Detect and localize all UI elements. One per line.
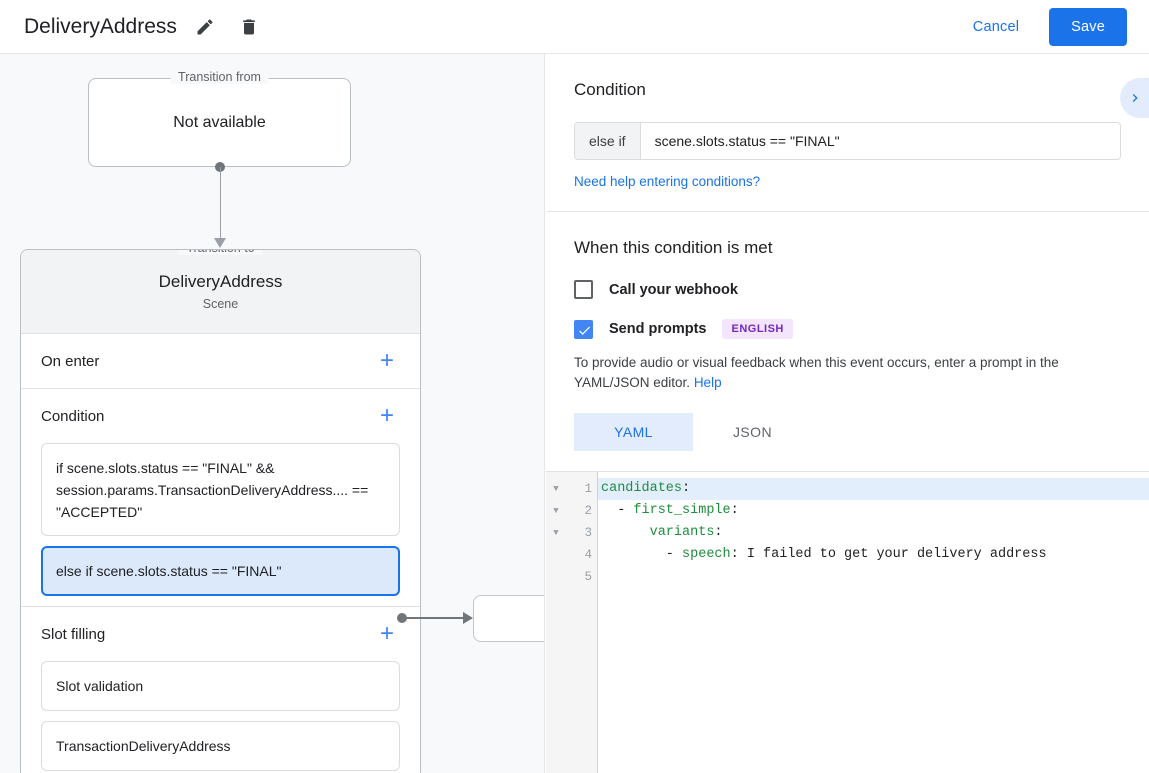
send-prompts-row[interactable]: Send prompts ENGLISH (574, 319, 1121, 339)
language-badge: ENGLISH (722, 319, 793, 339)
editor-code-line: - first_simple: (601, 503, 739, 518)
line-number: 5 (584, 570, 592, 584)
prompts-helper-text: To provide audio or visual feedback when… (574, 353, 1121, 393)
webhook-label: Call your webhook (609, 281, 738, 298)
section-on-enter: On enter + (21, 334, 420, 389)
scene-name: DeliveryAddress (158, 272, 283, 291)
editor-tabs: YAML JSON (574, 413, 1121, 451)
transition-from-legend: Transition from (170, 70, 269, 84)
editor-gutter-line: ▼3 (546, 522, 597, 544)
editor-code-line (598, 566, 1149, 588)
edit-button[interactable] (189, 11, 221, 43)
condition-block: Condition else if Need help entering con… (546, 54, 1149, 211)
prompts-help-link[interactable]: Help (693, 375, 722, 390)
page-title: DeliveryAddress (24, 14, 177, 38)
line-number: 4 (584, 548, 592, 562)
fold-arrow-icon[interactable]: ▼ (553, 528, 559, 538)
line-number: 2 (584, 504, 592, 518)
editor-gutter-line: ▼1 (546, 478, 597, 500)
add-condition-button[interactable]: + (379, 402, 394, 429)
yaml-key: variants (649, 525, 715, 540)
section-condition-head: Condition + (41, 389, 400, 443)
editor-gutter-line: 5 (546, 566, 597, 588)
condition-card-selected[interactable]: else if scene.slots.status == "FINAL" (41, 546, 400, 596)
condition-prefix-label: else if (575, 123, 641, 159)
outgoing-connector-line (404, 617, 466, 619)
panel-divider (546, 211, 1149, 212)
yaml-key: candidates (601, 481, 683, 496)
cancel-button[interactable]: Cancel (959, 11, 1033, 43)
tab-json[interactable]: JSON (733, 424, 772, 440)
prompts-helper-sentence: To provide audio or visual feedback when… (574, 355, 1059, 390)
save-button[interactable]: Save (1049, 7, 1127, 46)
next-node-box[interactable] (473, 595, 544, 642)
transition-to-box: Transition to DeliveryAddress Scene On e… (20, 249, 421, 773)
editor-gutter-line: 4 (546, 544, 597, 566)
condition-heading: Condition (574, 80, 646, 99)
section-on-enter-head: On enter + (41, 334, 400, 388)
section-on-enter-title: On enter (41, 352, 100, 370)
when-met-block: When this condition is met Call your web… (546, 212, 1149, 471)
section-condition: Condition + if scene.slots.status == "FI… (21, 389, 420, 607)
section-slot-filling-title: Slot filling (41, 625, 106, 643)
yaml-key: speech (682, 547, 731, 562)
add-on-enter-button[interactable]: + (379, 347, 394, 374)
scene-type: Scene (202, 297, 239, 311)
connector-line (219, 167, 221, 240)
collapse-panel-button[interactable] (1120, 78, 1149, 118)
transition-from-box: Transition from Not available (88, 70, 351, 167)
webhook-checkbox[interactable] (574, 280, 593, 299)
check-icon (579, 326, 591, 335)
delete-button[interactable] (233, 11, 265, 43)
editor-code-line: variants: (598, 522, 1149, 544)
outgoing-connector-arrow-icon (463, 612, 473, 624)
section-slot-filling: Slot filling + Slot validation Transacti… (21, 607, 420, 771)
fold-arrow-icon[interactable]: ▼ (553, 506, 559, 516)
slot-validation-card[interactable]: Slot validation (41, 661, 400, 711)
scene-header: DeliveryAddress Scene (21, 250, 420, 334)
details-panel: Condition else if Need help entering con… (546, 54, 1149, 773)
chevron-right-icon (1132, 94, 1138, 102)
send-prompts-checkbox[interactable] (574, 319, 593, 339)
app-header: DeliveryAddress Cancel Save (0, 0, 1149, 54)
yaml-key: first_simple (633, 503, 731, 518)
when-met-heading: When this condition is met (574, 238, 773, 257)
slot-card[interactable]: TransactionDeliveryAddress (41, 721, 400, 771)
outgoing-connector-dot (397, 613, 407, 623)
condition-input[interactable] (640, 123, 1120, 159)
yaml-value: : I failed to get your delivery address (730, 547, 1047, 562)
transition-from-value: Not available (173, 113, 266, 131)
condition-input-row: else if (574, 122, 1121, 160)
section-slot-filling-head: Slot filling + (41, 607, 400, 661)
section-condition-title: Condition (41, 407, 105, 425)
yaml-value: : (714, 525, 723, 540)
editor-code-area[interactable]: candidates: - first_simple: variants: - … (598, 472, 1149, 773)
line-number: 1 (584, 482, 592, 496)
editor-gutter-line: ▼2 (546, 500, 597, 522)
transition-to-legend: Transition to (178, 250, 263, 255)
condition-help-link[interactable]: Need help entering conditions? (574, 174, 761, 189)
line-number: 3 (584, 526, 592, 540)
yaml-value: : (682, 481, 691, 496)
pencil-icon (197, 18, 213, 34)
yaml-value: : (730, 503, 739, 518)
tab-yaml[interactable]: YAML (574, 413, 693, 451)
add-slot-filling-button[interactable]: + (379, 620, 394, 647)
condition-card[interactable]: if scene.slots.status == "FINAL" && sess… (41, 443, 400, 536)
trash-icon (243, 19, 255, 34)
editor-code-line: - speech: I failed to get your delivery … (601, 547, 1047, 562)
connector-arrow-icon (214, 238, 226, 248)
fold-arrow-icon[interactable]: ▼ (553, 484, 559, 494)
flow-canvas: Transition from Not available Transition… (0, 54, 545, 773)
webhook-row[interactable]: Call your webhook (574, 280, 1121, 299)
send-prompts-label: Send prompts (609, 321, 707, 337)
editor-code-line: candidates: (598, 478, 1149, 500)
